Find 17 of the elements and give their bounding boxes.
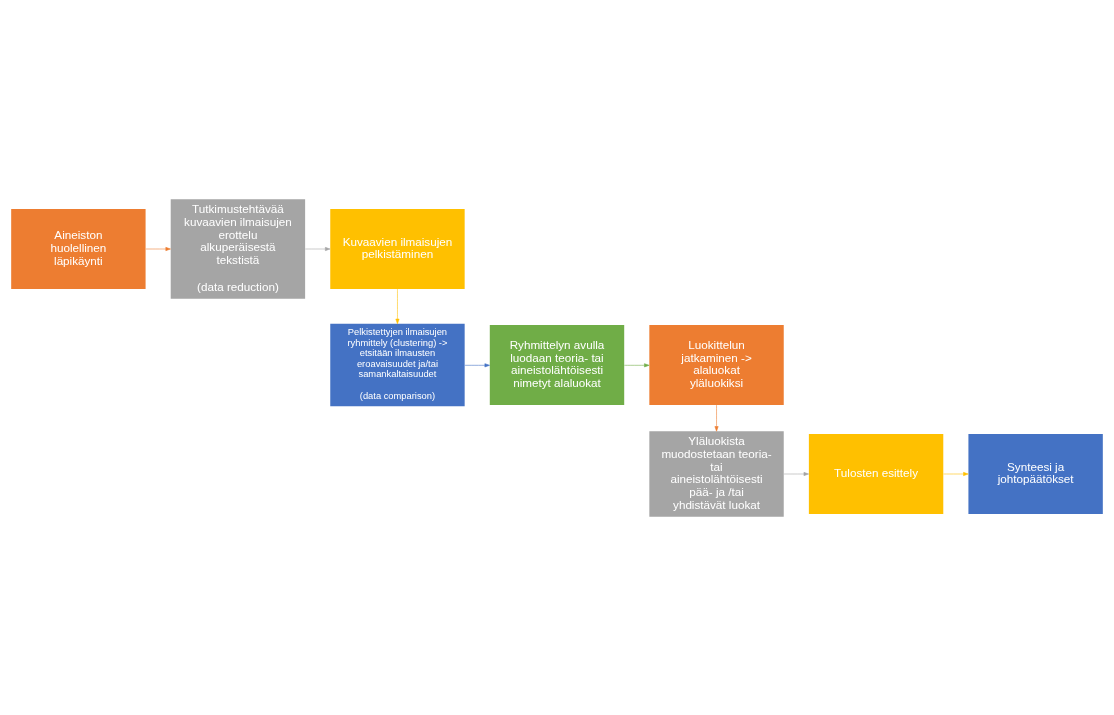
arrow (464, 362, 490, 367)
node-box: Luokittelun jatkaminen -> alaluokat yläluokiksi (649, 324, 784, 405)
node-box: Yläluokista muodostetaan teoria- tai aineistolähtöisesti pää- ja /tai yhdistävät luokat (649, 430, 784, 517)
arrow (714, 404, 719, 431)
node-box: Tutkimustehtävää kuvaavien ilmaisujen erottelu alkuperäisestä tekstistä (data reduction) (170, 198, 306, 299)
node-box: Ryhmittelyn avulla luodaan teoria- tai aineistolähtöisesti nimetyt alaluokat (489, 324, 625, 405)
arrow (145, 246, 171, 251)
arrow (624, 362, 650, 367)
node-box: Pelkistettyjen ilmaisujen ryhmittely (clustering) -> etsitään ilmausten eroavaisuudet ja/tai samankaltaisuudet (data comparison) (330, 323, 465, 406)
node-box: Tulosten esittely (808, 433, 944, 514)
node-box: Aineiston huolellinen läpikäynti (11, 208, 146, 289)
arrow (943, 471, 969, 476)
arrow (305, 246, 331, 251)
node-box: Synteesi ja johtopäätökset (968, 433, 1103, 514)
arrow (783, 471, 809, 476)
node-box: Kuvaavien ilmaisujen pelkistäminen (330, 208, 465, 289)
arrow (395, 288, 400, 324)
